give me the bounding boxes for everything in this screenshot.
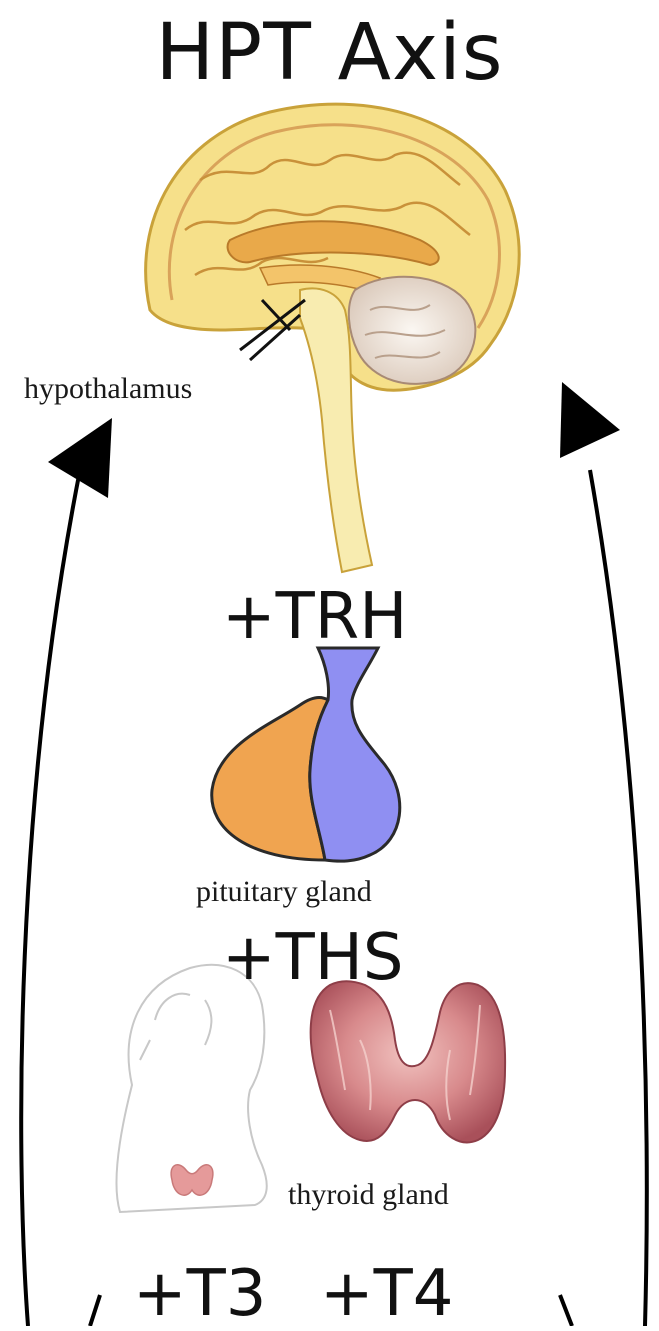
t4-label: +T4 — [320, 1262, 453, 1326]
trh-label: +TRH — [222, 585, 407, 649]
pituitary-gland-label: pituitary gland — [196, 877, 372, 907]
feedback-arrow-left-icon — [21, 418, 112, 1326]
diagram-title: HPT Axis — [0, 14, 659, 92]
brain-icon — [146, 104, 520, 572]
hypothalamus-label: hypothalamus — [24, 374, 192, 404]
ths-label: +THS — [222, 926, 403, 990]
feedback-arrow-right-icon — [560, 382, 647, 1326]
pituitary-gland-icon — [212, 648, 400, 861]
t3-label: +T3 — [133, 1262, 266, 1326]
thyroid-gland-label: thyroid gland — [288, 1180, 449, 1210]
bottom-right-stem — [560, 1295, 572, 1326]
neck-outline-icon — [116, 965, 266, 1212]
bottom-left-stem — [90, 1295, 100, 1326]
thyroid-gland-icon — [311, 981, 505, 1142]
